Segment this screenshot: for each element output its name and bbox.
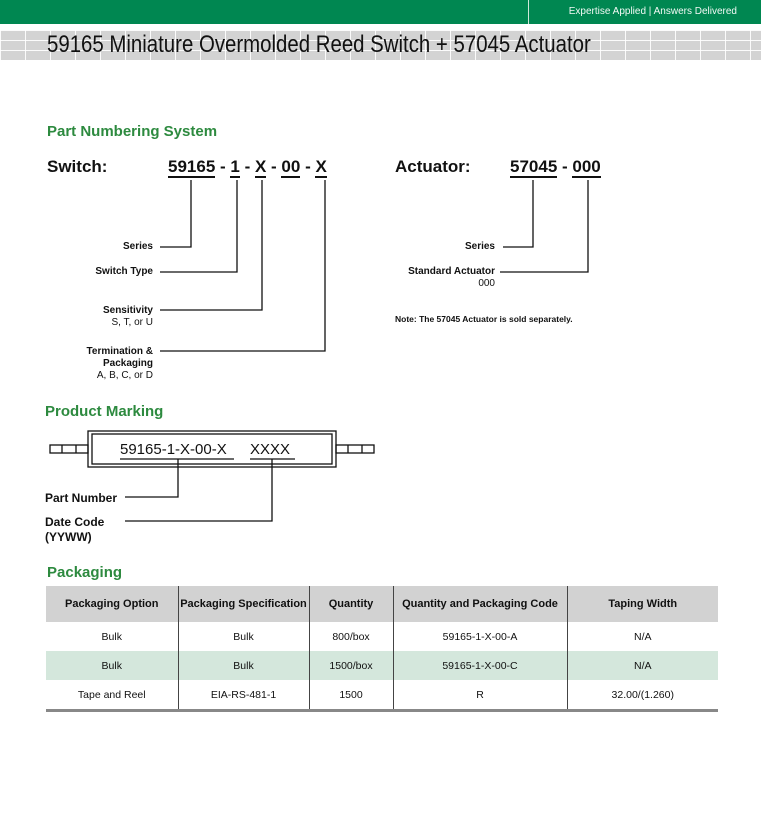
packaging-heading: Packaging	[47, 564, 123, 581]
part-numbering-heading: Part Numbering System	[47, 123, 218, 140]
table-cell: Bulk	[101, 630, 122, 643]
switch-code-00: 00	[281, 157, 301, 178]
tagline: Expertise Applied | Answers Delivered	[568, 6, 737, 17]
header-bar	[0, 0, 761, 24]
table-cell: 1500/box	[308, 651, 393, 680]
column-header: Quantity and Packaging Code	[392, 586, 567, 622]
header-divider	[528, 0, 529, 24]
termination-options: A, B, C, or D	[96, 370, 153, 381]
table-cell: N/A	[566, 622, 718, 651]
table-cell: 59165-1-X-00-C	[392, 651, 567, 680]
table-cell: EIA-RS-481-1	[177, 680, 309, 712]
product-marking-heading: Product Marking	[45, 403, 164, 420]
termination-title: Termination & Packaging	[86, 346, 153, 369]
column-header: Quantity	[308, 586, 393, 622]
page-title: 59165 Miniature Overmolded Reed Switch +…	[47, 31, 591, 58]
table-cell: 800/box	[308, 622, 393, 651]
table-row: Tape and Reel EIA-RS-481-1 1500 R 32.00/…	[46, 680, 718, 712]
switch-code-type: 1	[230, 157, 240, 178]
table-cell: 1500	[308, 680, 393, 712]
marking-part-text: 59165-1-X-00-X	[120, 441, 227, 458]
column-header: Packaging Specification	[177, 586, 309, 622]
date-code-label: Date Code(YYWW)	[45, 515, 104, 545]
table-row: Bulk Bulk 800/box 59165-1-X-00-A N/A	[46, 622, 718, 651]
standard-actuator-value: 000	[478, 278, 495, 289]
actuator-series-label: Series	[464, 241, 495, 252]
table-cell: N/A	[566, 651, 718, 680]
table-cell: R	[392, 680, 567, 712]
date-code-title: Date Code	[45, 515, 105, 529]
table-cell: Bulk	[46, 651, 178, 680]
table-header-row: Packaging Option Packaging Specification…	[46, 586, 718, 622]
sensitivity-options: S, T, or U	[111, 317, 154, 328]
actuator-code-series: 57045	[510, 157, 558, 178]
table-cell: 32.00/(1.260)	[566, 680, 718, 712]
switch-code: 59165 - 1 - X - 00 - X	[168, 157, 327, 178]
actuator-note: Note: The 57045 Actuator is sold separat…	[395, 314, 573, 324]
table-cell: Bulk	[177, 651, 309, 680]
title-band	[0, 30, 761, 60]
switch-code-series: 59165	[168, 157, 216, 178]
marking-date-text: XXXX	[250, 441, 291, 458]
actuator-code-standard: 000	[572, 157, 601, 178]
part-number-label: Part Number	[45, 491, 118, 505]
switch-label: Switch:	[47, 157, 108, 176]
actuator-code: 57045 - 000	[510, 157, 601, 178]
table-cell: 59165-1-X-00-A	[392, 622, 567, 651]
switch-type-label: Switch Type	[95, 266, 153, 277]
sensitivity-title: Sensitivity	[102, 305, 153, 316]
table-row: Bulk Bulk 1500/box 59165-1-X-00-C N/A	[46, 651, 718, 680]
series-label: Series	[122, 241, 153, 252]
column-header: Taping Width	[566, 586, 718, 622]
table-cell: Bulk	[177, 622, 309, 651]
column-header: Packaging Option	[46, 586, 178, 622]
switch-code-termination: X	[315, 157, 327, 178]
packaging-table: Packaging Option Packaging Specification…	[46, 586, 718, 712]
switch-code-sensitivity: X	[254, 157, 267, 178]
date-code-format: (YYWW)	[45, 530, 92, 544]
table-cell: Tape and Reel	[46, 680, 178, 712]
standard-actuator-title: Standard Actuator	[408, 266, 495, 277]
actuator-label: Actuator:	[395, 157, 471, 176]
